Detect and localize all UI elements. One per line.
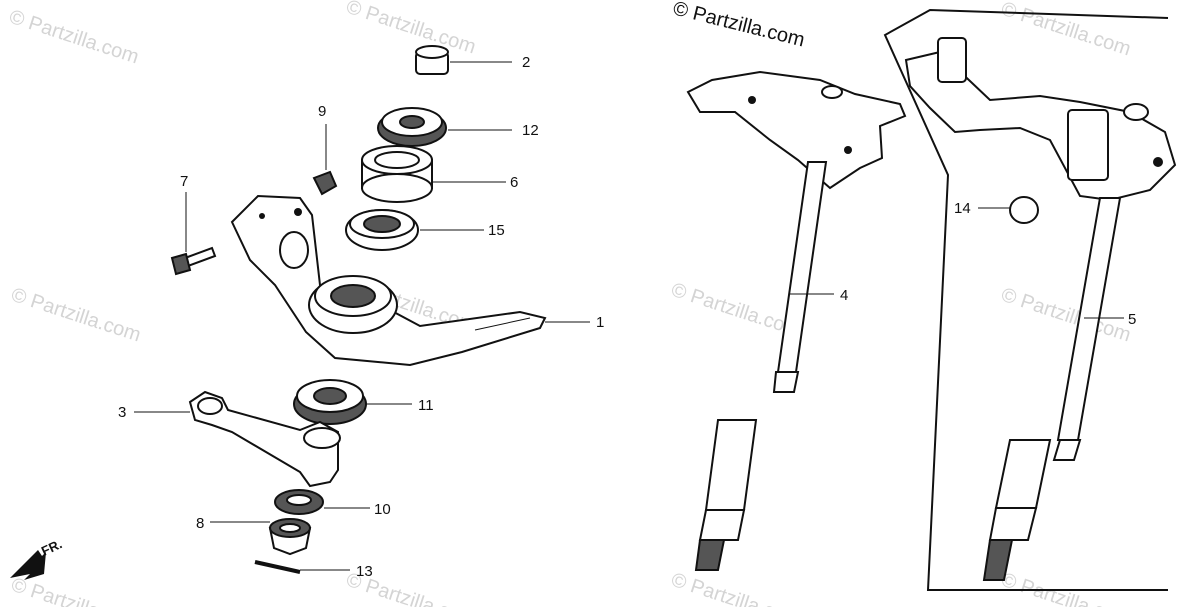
watermark: © Partzilla.com [8,574,143,607]
front-label: FR. [39,536,64,558]
watermark: © Partzilla.com [343,0,478,58]
copyright-notice: © Partzilla.com [671,0,807,51]
part-1-steering-bracket [230,194,547,367]
callout-14: 14 [954,200,971,217]
watermark: © Partzilla.com [668,569,803,607]
callout-1: 1 [596,314,604,331]
front-direction-indicator: FR. [10,536,64,580]
part-6-bearing [361,145,433,203]
callout-15: 15 [488,222,505,239]
callout-7: 7 [180,173,188,190]
watermark: © Partzilla.com [6,6,141,69]
callout-5: 5 [1128,311,1136,328]
part-2-collar [415,45,449,75]
watermark: © Partzilla.com [998,0,1133,60]
callout-13: 13 [356,563,373,580]
callout-9: 9 [318,103,326,120]
callout-8: 8 [196,515,204,532]
part-4-steering-shaft [686,70,907,571]
part-3-steering-arm [188,390,341,488]
part-9-grease-fitting [312,170,338,196]
part-10-washer [274,489,324,515]
part-15-oil-seal [345,209,419,251]
part-14-cap [1009,196,1039,224]
part-8-nut [268,518,312,556]
callout-10: 10 [374,501,391,518]
part-12-dust-seal [377,107,447,147]
part-7-bolt [170,246,217,276]
callout-12: 12 [522,122,539,139]
watermark: © Partzilla.com [8,284,143,347]
callout-labels: 2 12 6 15 9 7 1 11 3 10 8 13 4 5 14 [118,54,1136,580]
callout-3: 3 [118,404,126,421]
part-5-steering-shaft [904,37,1177,581]
part-13-cotter-pin [254,560,301,574]
callout-11: 11 [418,397,434,414]
watermark: © Partzilla.com [998,569,1133,607]
callout-4: 4 [840,287,848,304]
leader-lines [134,61,1124,571]
callout-6: 6 [510,174,518,191]
variant-frame [883,8,1169,591]
part-11-bearing [293,379,367,425]
callout-2: 2 [522,54,530,71]
watermark: © Partzilla.com [998,284,1133,347]
